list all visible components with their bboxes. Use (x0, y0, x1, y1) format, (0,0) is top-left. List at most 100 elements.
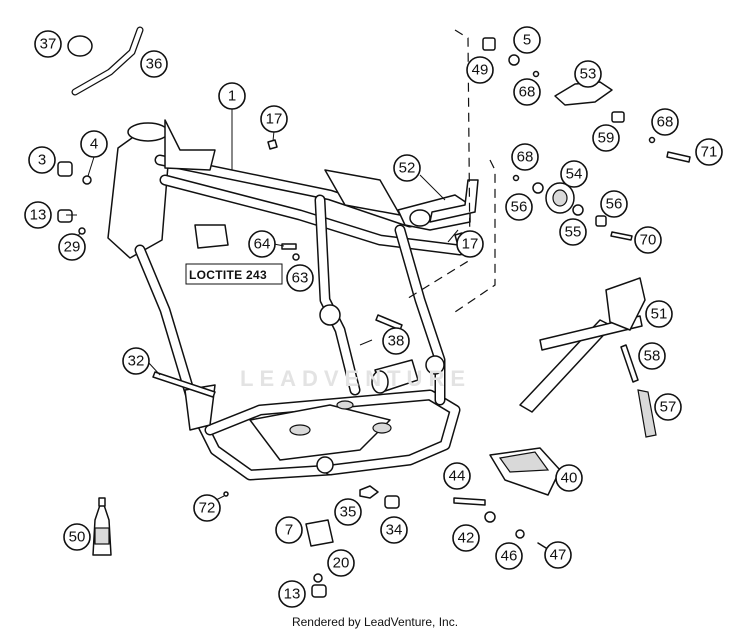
svg-text:68: 68 (517, 149, 534, 166)
credit-text: Rendered by LeadVenture, Inc. (291, 615, 459, 629)
assembly-indicator-line-2 (454, 159, 496, 313)
svg-text:35: 35 (340, 504, 357, 521)
svg-text:34: 34 (386, 522, 403, 539)
svg-text:40: 40 (561, 470, 578, 487)
svg-text:64: 64 (254, 236, 271, 253)
callout-13-b: 13 (278, 580, 306, 608)
callout-50: 50 (63, 523, 91, 551)
callout-56: 56 (505, 193, 533, 221)
callout-72: 72 (193, 494, 221, 522)
spacer-56b (572, 204, 584, 216)
callout-29: 29 (58, 233, 86, 261)
svg-text:59: 59 (598, 130, 615, 147)
svg-text:44: 44 (449, 468, 466, 485)
callout-53: 53 (574, 60, 602, 88)
svg-text:13: 13 (30, 207, 47, 224)
svg-text:54: 54 (566, 166, 583, 183)
nut-5 (508, 54, 520, 66)
callout-7: 7 (275, 516, 303, 544)
washer-29 (78, 227, 86, 235)
svg-text:38: 38 (388, 333, 405, 350)
callout-51: 51 (645, 300, 673, 328)
washer-68b (648, 136, 656, 144)
callout-63: 63 (286, 264, 314, 292)
callout-13: 13 (24, 201, 52, 229)
svg-text:47: 47 (550, 547, 567, 564)
bolt-17 (267, 139, 278, 150)
callout-37: 37 (34, 30, 62, 58)
callout-5: 5 (513, 26, 541, 54)
nut-20 (313, 573, 323, 583)
callout-55: 55 (559, 218, 587, 246)
svg-text:55: 55 (565, 224, 582, 241)
callout-57: 57 (654, 393, 682, 421)
svg-text:51: 51 (651, 306, 668, 323)
callout-36: 36 (140, 50, 168, 78)
callout-17: 17 (260, 105, 288, 133)
callout-68-b: 68 (651, 108, 679, 136)
cap-3 (57, 161, 73, 177)
spacer-56a (532, 182, 544, 194)
svg-text:36: 36 (146, 56, 163, 73)
svg-text:32: 32 (128, 353, 145, 370)
svg-text:17: 17 (462, 236, 479, 253)
chain-guard-52 (429, 179, 479, 223)
svg-text:70: 70 (640, 232, 657, 249)
bolt-64 (281, 243, 297, 250)
svg-text:63: 63 (292, 270, 309, 287)
callout-68: 68 (513, 78, 541, 106)
washer-46 (515, 529, 525, 539)
clip-42 (484, 511, 496, 523)
svg-text:56: 56 (606, 196, 623, 213)
callout-40: 40 (555, 464, 583, 492)
svg-text:5: 5 (523, 32, 531, 49)
svg-text:53: 53 (580, 66, 597, 83)
clamp-37 (67, 35, 93, 57)
svg-text:17: 17 (266, 111, 283, 128)
svg-text:1: 1 (228, 88, 236, 105)
callout-42: 42 (452, 524, 480, 552)
callout-70: 70 (634, 226, 662, 254)
svg-text:68: 68 (657, 114, 674, 131)
chain-guide-53 (554, 81, 613, 106)
svg-text:50: 50 (69, 529, 86, 546)
spacer-59 (611, 111, 625, 123)
callout-44: 44 (443, 462, 471, 490)
washer-63 (292, 253, 300, 261)
callout-3: 3 (28, 146, 56, 174)
svg-text:3: 3 (38, 152, 46, 169)
callout-34: 34 (380, 516, 408, 544)
svg-text:29: 29 (64, 239, 81, 256)
rubber-57 (637, 389, 657, 438)
svg-text:7: 7 (285, 522, 293, 539)
callout-4: 4 (80, 130, 108, 158)
callout-32: 32 (122, 347, 150, 375)
frame (107, 119, 471, 481)
loctite-callout-box (185, 263, 283, 285)
washer-4 (82, 175, 92, 185)
svg-text:13: 13 (284, 586, 301, 603)
callout-68-c: 68 (511, 143, 539, 171)
bolt-32 (152, 371, 216, 398)
clip-49 (482, 37, 496, 51)
svg-text:42: 42 (458, 530, 475, 547)
callout-38: 38 (382, 327, 410, 355)
spacer-55 (595, 215, 607, 227)
callout-20: 20 (327, 549, 355, 577)
plug-13 (57, 209, 73, 223)
washer-68a (532, 70, 540, 78)
svg-text:37: 37 (40, 36, 57, 53)
loctite-annotation: LOCTITE 243 (189, 268, 267, 282)
svg-text:20: 20 (333, 555, 350, 572)
svg-text:58: 58 (644, 348, 661, 365)
watermark: LEADVENTURE (240, 366, 472, 391)
callout-35: 35 (334, 498, 362, 526)
assembly-indicator-line (404, 29, 471, 301)
svg-text:52: 52 (399, 160, 416, 177)
callout-49: 49 (466, 56, 494, 84)
pin-44 (453, 497, 486, 506)
svg-text:56: 56 (511, 199, 528, 216)
bushing-34 (384, 495, 400, 509)
svg-text:68: 68 (519, 84, 536, 101)
